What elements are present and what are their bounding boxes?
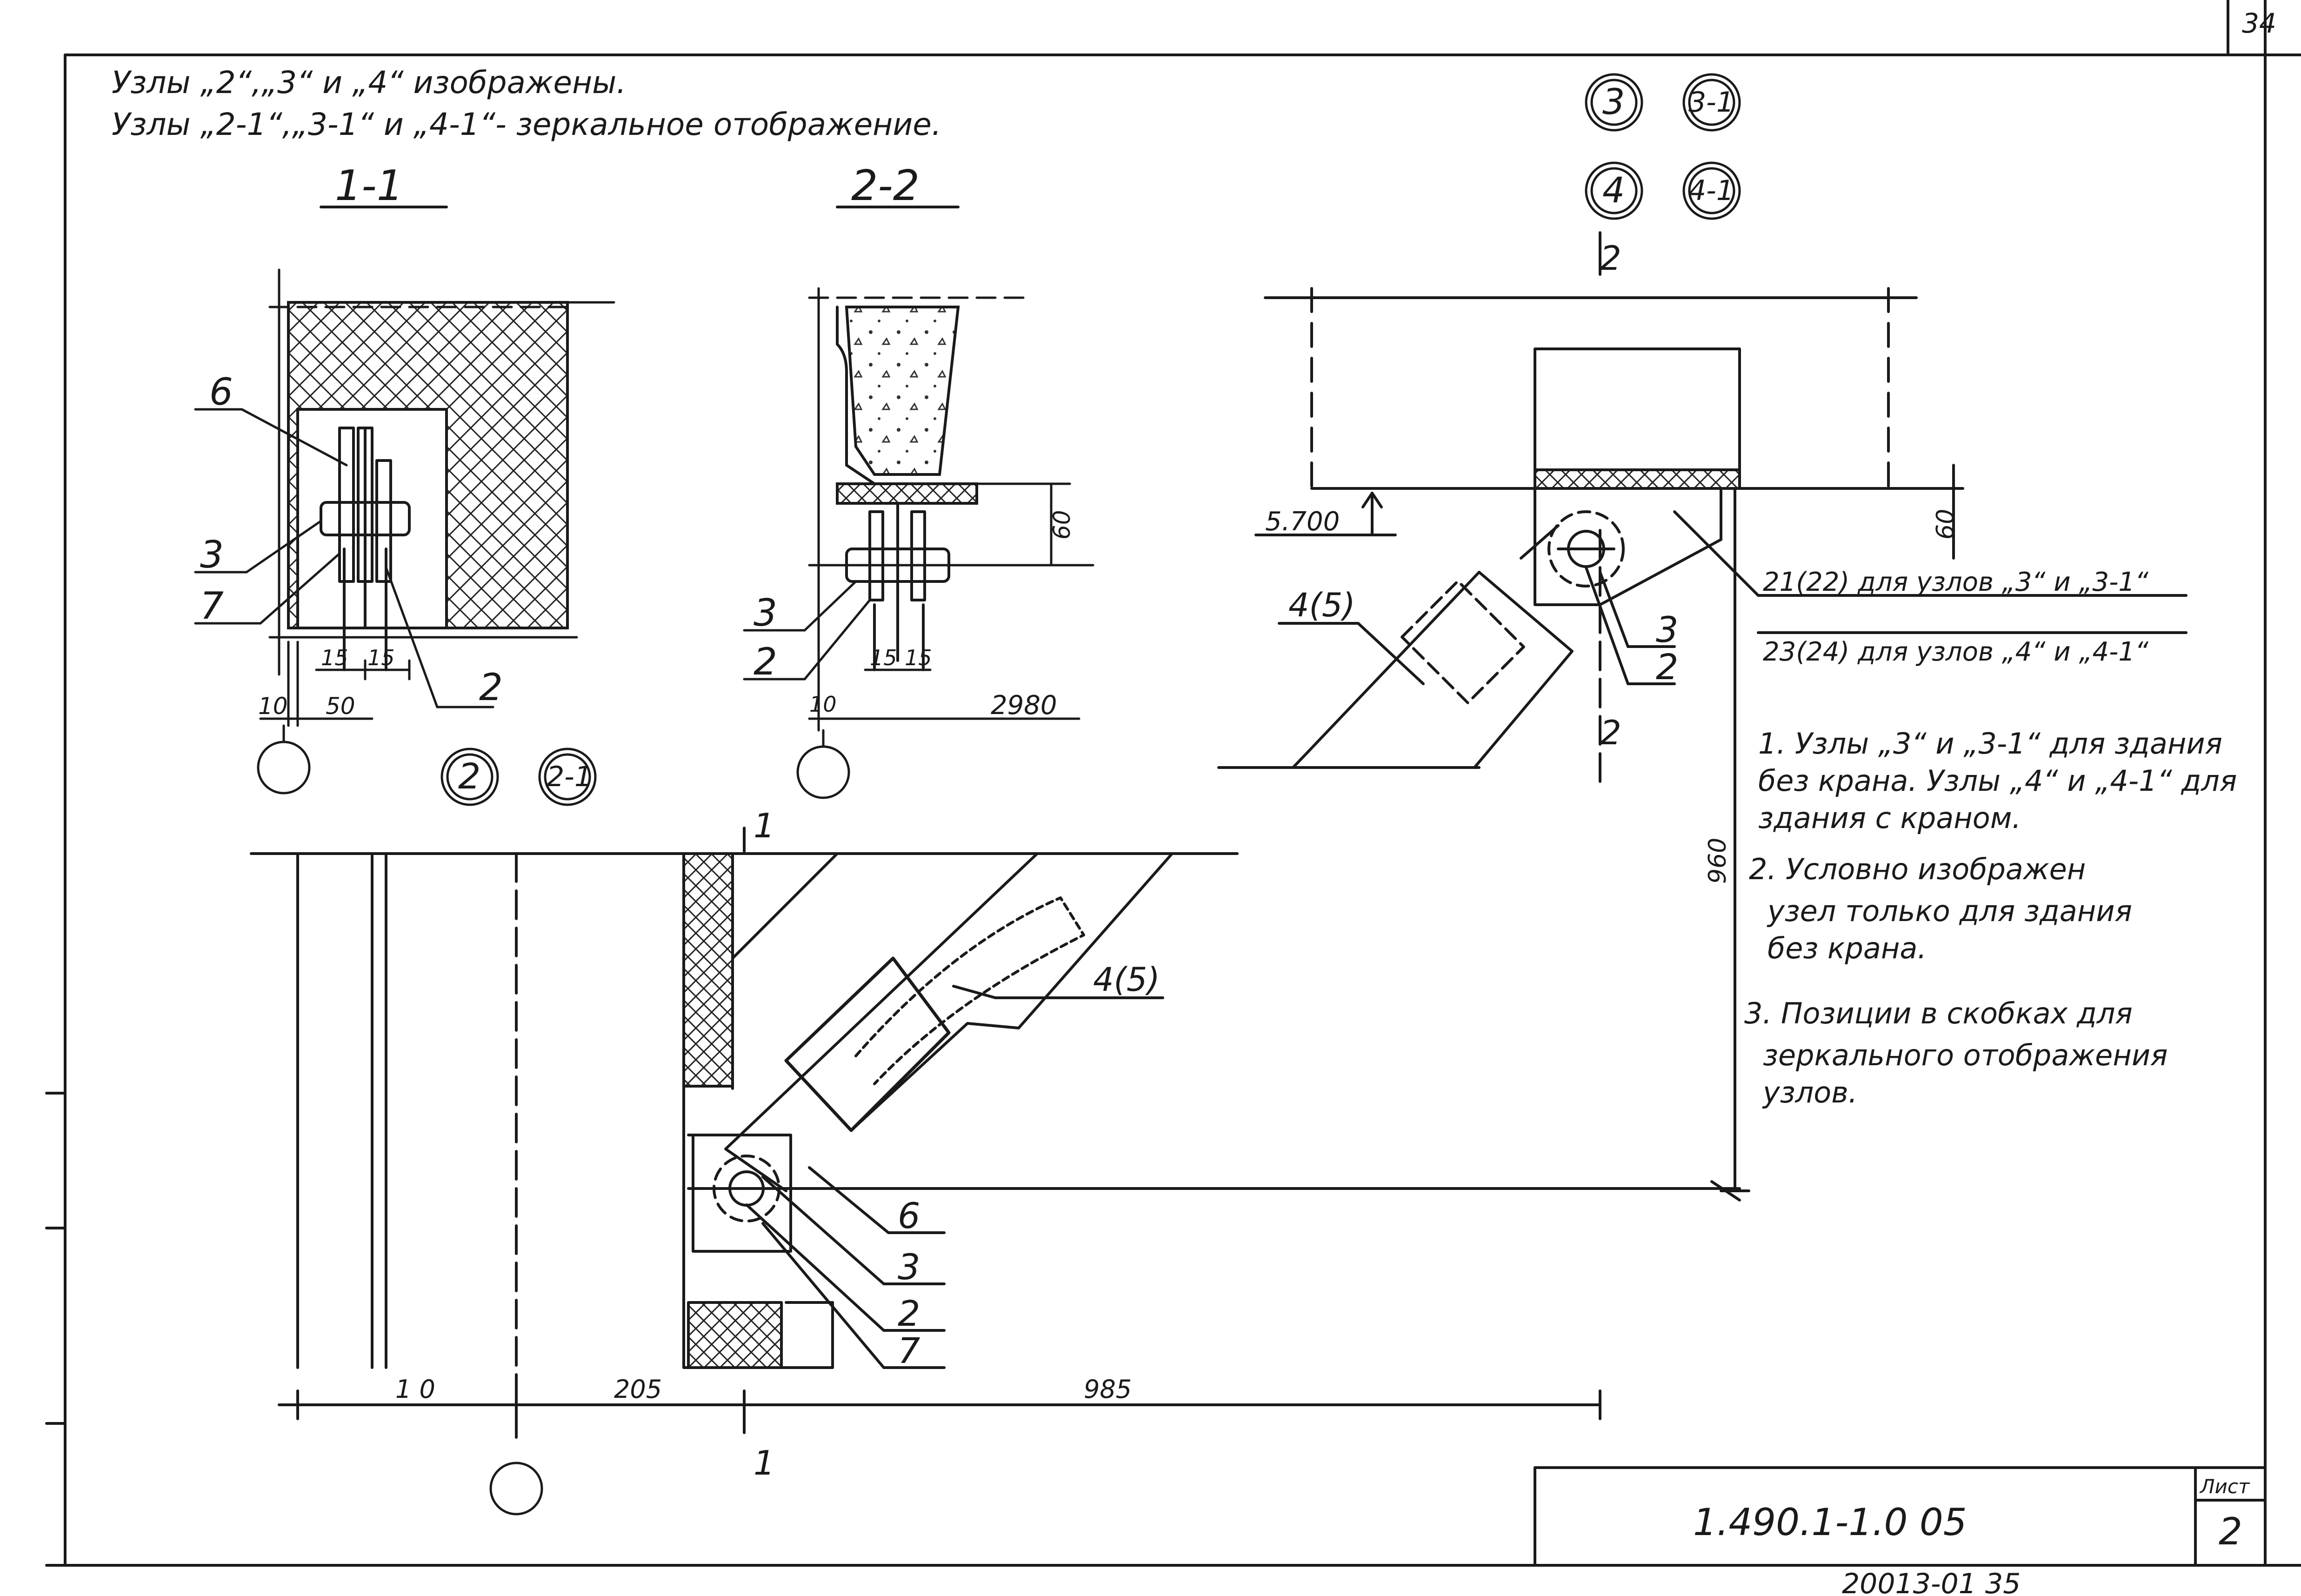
note-line-9: узлов. xyxy=(1762,1075,1857,1109)
section-1-1-callout-2: 2 xyxy=(479,666,503,709)
node-2-geometry xyxy=(250,827,1741,1439)
section-2-2-callout-3: 3 xyxy=(754,591,777,634)
title-block: 1.490.1-1.0 05 Лист 2 xyxy=(1534,1466,2267,1567)
node-3-4-callout-3: 3 xyxy=(1656,609,1678,650)
note-line-4: 2. Условно изображен xyxy=(1749,852,2086,886)
title-block-sheet-number: 2 xyxy=(2219,1510,2242,1553)
note-line-3: здания с краном. xyxy=(1758,801,2021,835)
sheet-number-top: 34 xyxy=(2242,7,2276,39)
section-2-2-dim-15a: 15 xyxy=(870,645,897,670)
node-2-axis-bubble xyxy=(489,1462,543,1516)
title-block-sheet-label: Лист xyxy=(2199,1475,2250,1498)
note-line-5: узел только для здания xyxy=(1767,894,2132,928)
node-3-4-callout-2: 2 xyxy=(1656,646,1678,688)
section-1-1-dim-15a: 15 xyxy=(321,645,348,670)
section-2-2-dim-10: 10 xyxy=(809,692,837,717)
section-1-1-lines xyxy=(194,268,615,727)
node-label-3-1: 3-1 xyxy=(1688,86,1734,119)
node-2-cut-top: 1 xyxy=(754,806,775,845)
node-2-callout-7: 7 xyxy=(898,1330,920,1371)
header-note-2: Узлы „2-1“,„3-1“ и „4-1“- зеркальное ото… xyxy=(112,107,941,142)
section-2-2-dim-15b: 15 xyxy=(905,645,932,670)
note-line-6: без крана. xyxy=(1767,931,1927,965)
section-1-1-callout-3: 3 xyxy=(200,533,224,576)
section-1-1-dim-15b: 15 xyxy=(367,645,395,670)
node-2-callout-6: 6 xyxy=(898,1195,920,1236)
node-3-4: 3 3-1 4 4-1 xyxy=(1217,73,2188,1202)
note-line-7: 3. Позиции в скобках для xyxy=(1744,996,2133,1030)
header-note-1: Узлы „2“,„3“ и „4“ изображены. xyxy=(112,65,626,100)
section-2-2-dim-2980: 2980 xyxy=(991,690,1057,721)
node-2-dim-1: 1 0 xyxy=(395,1375,435,1404)
node-2-dim-985: 985 xyxy=(1084,1375,1132,1404)
note-line-1: 1. Узлы „3“ и „3-1“ для здания xyxy=(1758,727,2222,761)
section-2-2: 2-2 60 3 2 15 15 10 xyxy=(743,161,1094,799)
node-3-4-dim-60: 60 xyxy=(1932,509,1960,540)
section-2-2-plate xyxy=(836,482,978,505)
section-2-2-bolt xyxy=(845,502,950,671)
footer-code: 20013-01 35 xyxy=(1842,1568,2021,1596)
node-label-3: 3 xyxy=(1602,81,1625,122)
node-3-4-leader-note-2: 23(24) для узлов „4“ и „4-1“ xyxy=(1763,637,2149,667)
header-notes: Узлы „2“,„3“ и „4“ изображены. Узлы „2-1… xyxy=(112,65,941,142)
node-2-cut-bottom: 1 xyxy=(754,1443,775,1482)
node-3-4-leader-note-1: 21(22) для узлов „3“ и „3-1“ xyxy=(1763,567,2149,597)
node-label-4-1: 4-1 xyxy=(1688,174,1734,207)
general-notes: 1. Узлы „3“ и „3-1“ для здания без крана… xyxy=(1744,727,2237,1109)
node-3-4-member: 4(5) xyxy=(1288,586,1355,624)
section-2-2-title: 2-2 xyxy=(851,161,920,210)
node-2: 2 2-1 xyxy=(250,748,1741,1516)
node-2-member: 4(5) xyxy=(1093,961,1160,999)
node-label-4: 4 xyxy=(1602,169,1625,211)
sheet-frame xyxy=(45,0,2301,1567)
section-2-2-callout-2: 2 xyxy=(754,640,777,683)
section-2-2-beam-outline xyxy=(836,306,960,485)
node-2-callout-2: 2 xyxy=(898,1293,920,1334)
section-1-1-dim-50: 50 xyxy=(326,693,355,720)
node-3-4-cut-top: 2 xyxy=(1600,239,1621,278)
section-1-1-title: 1-1 xyxy=(335,161,403,210)
section-1-1: 1-1 xyxy=(194,161,615,795)
section-1-1-axis-bubble xyxy=(257,741,311,795)
section-1-1-callout-6: 6 xyxy=(209,370,233,414)
note-line-2: без крана. Узлы „4“ и „4-1“ для xyxy=(1758,764,2237,798)
node-2-label-circles xyxy=(440,748,597,806)
node-label-2: 2 xyxy=(458,755,480,797)
node-2-dim-205: 205 xyxy=(614,1375,662,1404)
note-line-8: зеркального отображения xyxy=(1763,1038,2168,1072)
section-2-2-axis-bubble xyxy=(796,745,850,799)
node-label-2-1: 2-1 xyxy=(547,761,592,793)
node-2-callout-3: 3 xyxy=(898,1246,920,1288)
node-3-4-elevation: 5.700 xyxy=(1265,507,1340,537)
node-3-4-dim-960: 960 xyxy=(1704,838,1732,884)
node-3-4-geometry xyxy=(1217,231,2188,1202)
node-3-4-cut-bottom: 2 xyxy=(1600,713,1621,752)
section-1-1-callout-7: 7 xyxy=(200,584,224,628)
title-block-code: 1.490.1-1.0 05 xyxy=(1693,1501,1967,1544)
section-2-2-beam xyxy=(845,306,960,476)
section-1-1-dim-10: 10 xyxy=(258,693,288,720)
section-2-2-lines xyxy=(743,287,1094,732)
node-3-4-label-circles xyxy=(1585,73,1741,220)
section-2-2-dim-60: 60 xyxy=(1048,510,1075,540)
